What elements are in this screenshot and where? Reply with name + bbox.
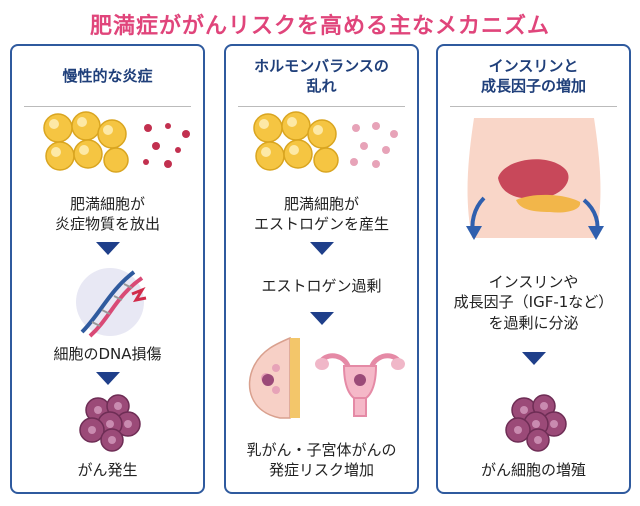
divider (238, 106, 405, 107)
cancer-cell-icon (79, 394, 141, 452)
panel-heading: ホルモンバランスの 乱れ (254, 56, 389, 95)
down-arrow-icon (309, 312, 334, 325)
panel-heading: インスリンと 成長因子の増加 (480, 56, 586, 95)
uterus-icon (315, 353, 405, 417)
divider (24, 106, 191, 107)
down-arrow-icon (309, 242, 334, 255)
cancer-cell-icon (505, 394, 567, 452)
step-label: がん細胞の増殖 (480, 461, 586, 479)
down-arrow-icon (95, 242, 120, 255)
estrogen-particles-icon (350, 122, 398, 168)
page-title: 肥満症ががんリスクを高める主なメカニズム (89, 14, 550, 39)
step-label: 乳がん・子宮体がんの 発症リスク増加 (246, 441, 397, 480)
step-label: 肥満細胞が エストロゲンを産生 (253, 195, 389, 234)
fat-cells-icon (43, 111, 129, 173)
down-arrow-icon (95, 372, 120, 385)
dna-damage-icon (76, 268, 147, 338)
inflammatory-particles-icon (143, 123, 190, 168)
panel-chronic-inflammation: 慢性的な炎症 肥満細胞が 炎症物質を放出 細胞のDNA損傷 (10, 44, 205, 494)
panel-insulin-growth-factor: インスリンと 成長因子の増加 インスリンや 成長因子（IGF-1など） を過剰に… (436, 44, 631, 494)
fat-cells-icon (253, 111, 339, 173)
torso-organs-icon (466, 118, 604, 240)
breast-cross-section-icon (248, 336, 300, 419)
step-label: 細胞のDNA損傷 (53, 345, 162, 363)
step-label: インスリンや 成長因子（IGF-1など） を過剰に分泌 (453, 273, 614, 332)
divider (450, 106, 617, 107)
panel-hormone-imbalance: ホルモンバランスの 乱れ 肥満細胞が エストロゲンを産生 エストロゲン過剰 (224, 44, 419, 494)
step-label: エストロゲン過剰 (261, 277, 382, 295)
panel-heading: 慢性的な炎症 (62, 66, 153, 85)
down-arrow-icon (521, 352, 546, 365)
step-label: がん発生 (77, 461, 138, 479)
step-label: 肥満細胞が 炎症物質を放出 (54, 195, 160, 234)
